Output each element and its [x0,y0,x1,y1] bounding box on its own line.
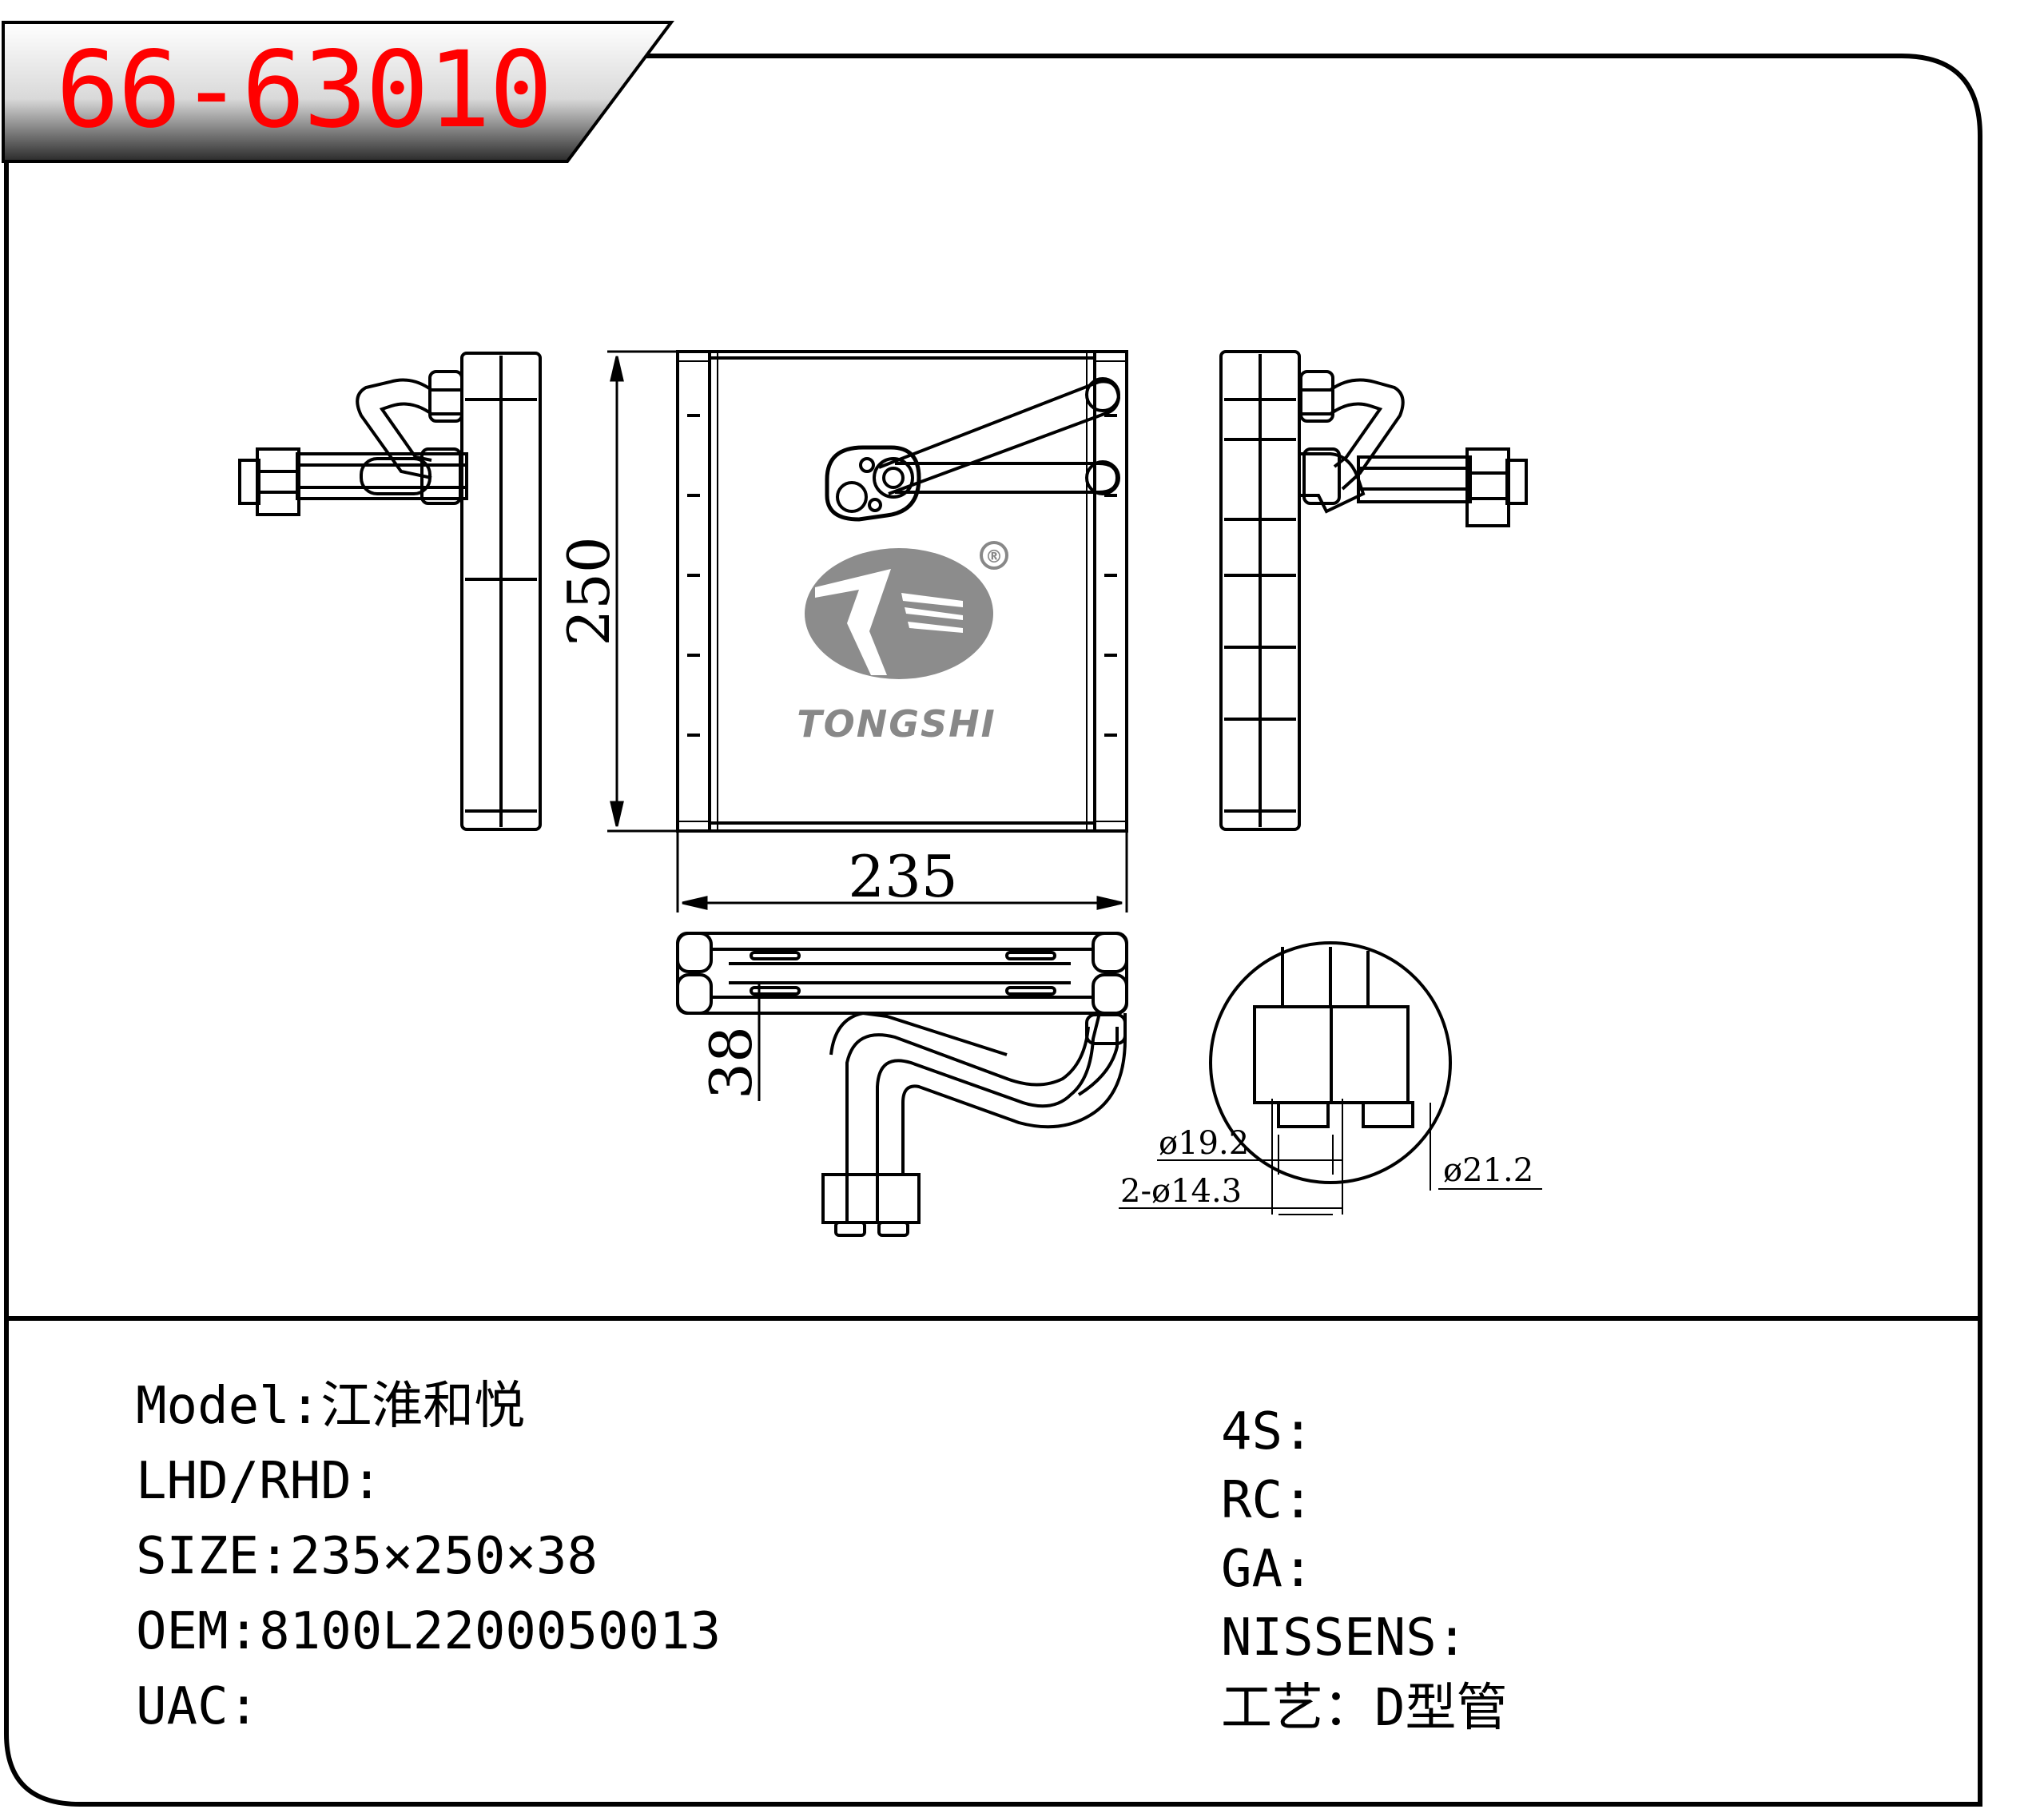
tongshi-logo: ® TONGSHI [797,541,1008,745]
spec-model: Model:江淮和悦 [136,1376,525,1440]
right-side-view [1219,350,1528,831]
dim-height-label: 250 [555,536,622,646]
spec-model-label: Model: [136,1377,321,1436]
part-code-title: 66-63010 [56,29,553,152]
spec-nissens-label: NISSENS: [1221,1608,1468,1668]
dim-depth-label: 38 [698,1026,765,1099]
spec-model-value: 江淮和悦 [320,1377,526,1436]
spec-ga: GA: [1221,1539,1314,1603]
dim-width-label: 235 [848,843,957,910]
spec-4s: 4S: [1221,1402,1314,1465]
width-dimension [676,831,1128,912]
spec-4s-label: 4S: [1221,1402,1314,1461]
detail-dimension-lines [1119,1159,1542,1215]
spec-ga-label: GA: [1221,1540,1314,1599]
spec-nissens: NISSENS: [1221,1608,1467,1672]
spec-rc-label: RC: [1221,1471,1314,1530]
top-view [676,932,1128,1237]
left-side-view [238,352,542,831]
registered-mark: ® [985,547,1003,567]
spec-oem-label: OEM: [136,1602,260,1661]
spec-size-label: SIZE: [136,1527,290,1586]
spec-oem-value: 8100L2200050013 [259,1602,722,1661]
dim-dia-b-label: ø21.2 [1443,1152,1533,1189]
fitting-detail [1209,941,1452,1215]
dim-dia-c-label: 2-ø14.3 [1120,1173,1242,1210]
spec-lhd-rhd: LHD/RHD: [136,1451,382,1515]
spec-oem: OEM:8100L2200050013 [136,1601,721,1665]
spec-lhd-rhd-label: LHD/RHD: [136,1452,383,1511]
spec-process: 工艺：D型管 [1221,1678,1508,1742]
spec-uac-label: UAC: [136,1677,260,1736]
spec-size: SIZE:235×250×38 [136,1526,598,1590]
height-dimension [607,350,678,833]
logo-text: TONGSHI [797,702,996,745]
outer-frame [4,54,1982,1807]
dim-dia-a-label: ø19.2 [1159,1125,1249,1162]
spec-rc: RC: [1221,1470,1314,1534]
spec-size-value: 235×250×38 [289,1527,598,1586]
spec-process-value: D型管 [1374,1679,1508,1738]
spec-process-label: 工艺： [1221,1679,1374,1738]
front-view [676,350,1128,833]
title-tab [2,21,674,163]
spec-uac: UAC: [136,1676,259,1740]
